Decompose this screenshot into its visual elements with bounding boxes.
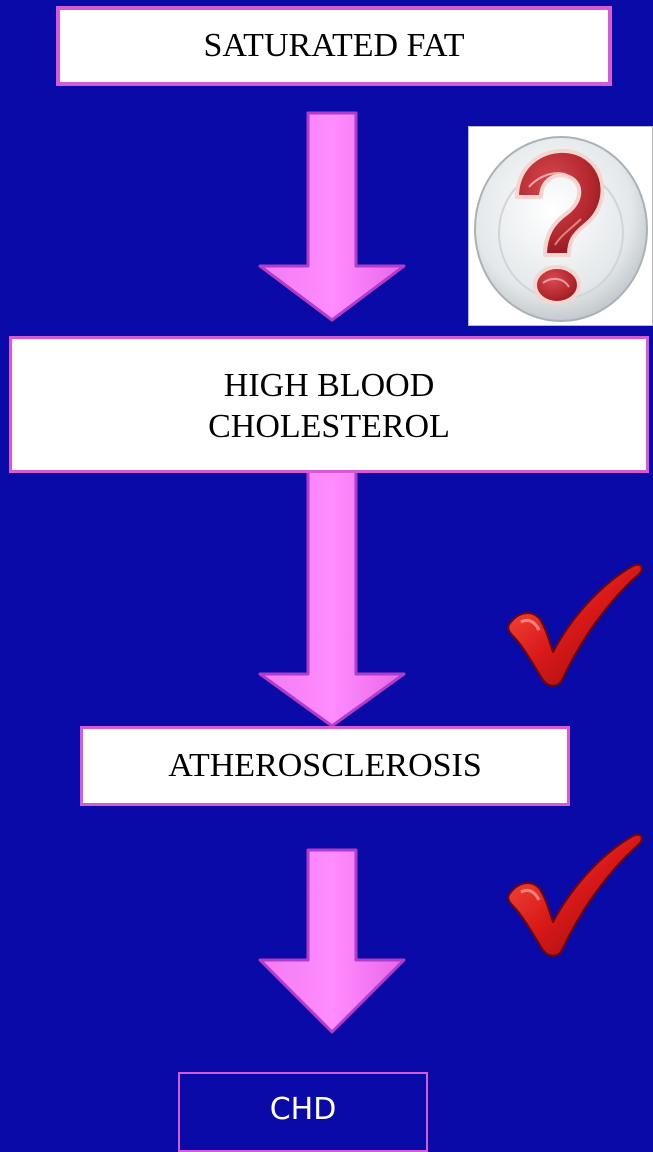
meat-question-mark-image	[468, 126, 653, 326]
node-chd-label: CHD	[270, 1092, 337, 1128]
meat-question-mark-icon	[469, 127, 652, 325]
arrow-saturated-fat-to-cholesterol	[260, 113, 404, 320]
node-high-blood-cholesterol-text: HIGH BLOOD CHOLESTEROL	[208, 366, 450, 448]
node-saturated-fat-label: SATURATED FAT	[203, 26, 464, 67]
arrow-cholesterol-to-atherosclerosis	[260, 460, 404, 726]
checkmark-icon	[505, 830, 645, 960]
node-atherosclerosis: ATHEROSCLEROSIS	[80, 726, 570, 806]
checkmark-icon	[505, 560, 645, 690]
node-chd: CHD	[178, 1072, 428, 1152]
node-high-blood-cholesterol: HIGH BLOOD CHOLESTEROL	[9, 336, 649, 473]
node-high-blood-cholesterol-line-2: CHOLESTEROL	[208, 407, 450, 448]
node-saturated-fat: SATURATED FAT	[56, 6, 612, 86]
arrow-atherosclerosis-to-chd	[260, 850, 404, 1032]
node-high-blood-cholesterol-line-1: HIGH BLOOD	[208, 366, 450, 407]
node-atherosclerosis-label: ATHEROSCLEROSIS	[168, 746, 482, 787]
